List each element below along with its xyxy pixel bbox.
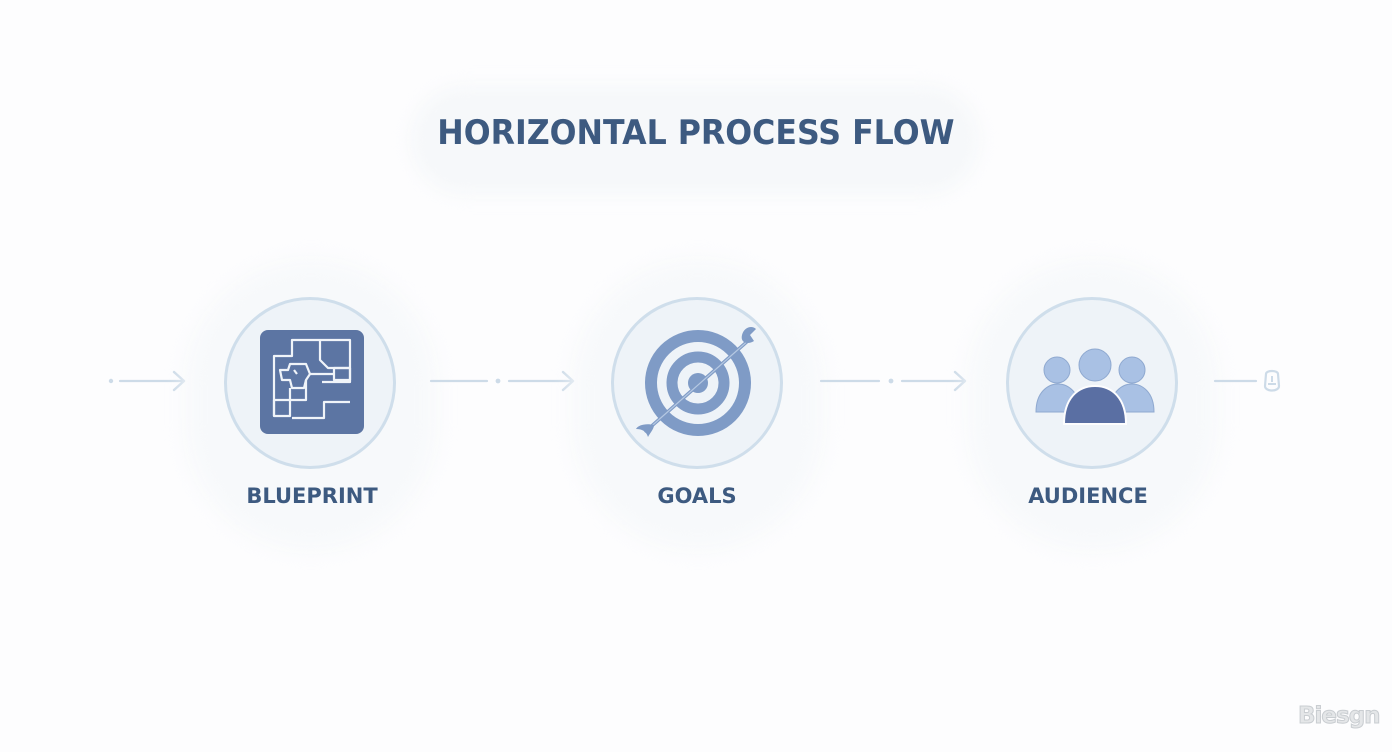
blueprint-floorplan-icon [260, 330, 364, 434]
step-label-blueprint: BLUEPRINT [246, 484, 378, 508]
audience-node-circle [1006, 297, 1178, 469]
diagram-title: HORIZONTAL PROCESS FLOW [437, 113, 955, 153]
title-backdrop [410, 85, 980, 195]
start-connector-arrow [108, 370, 186, 392]
people-group-icon [1035, 348, 1155, 425]
step-label-goals: GOALS [657, 484, 737, 508]
target-arrow-icon [636, 327, 756, 437]
end-connector-icon [1213, 369, 1281, 392]
blueprint-to-goals-arrow [429, 370, 575, 392]
step-label-audience: AUDIENCE [1028, 484, 1148, 508]
watermark-logo: Biesgn [1298, 703, 1382, 730]
goals-to-audience-arrow [819, 370, 967, 392]
